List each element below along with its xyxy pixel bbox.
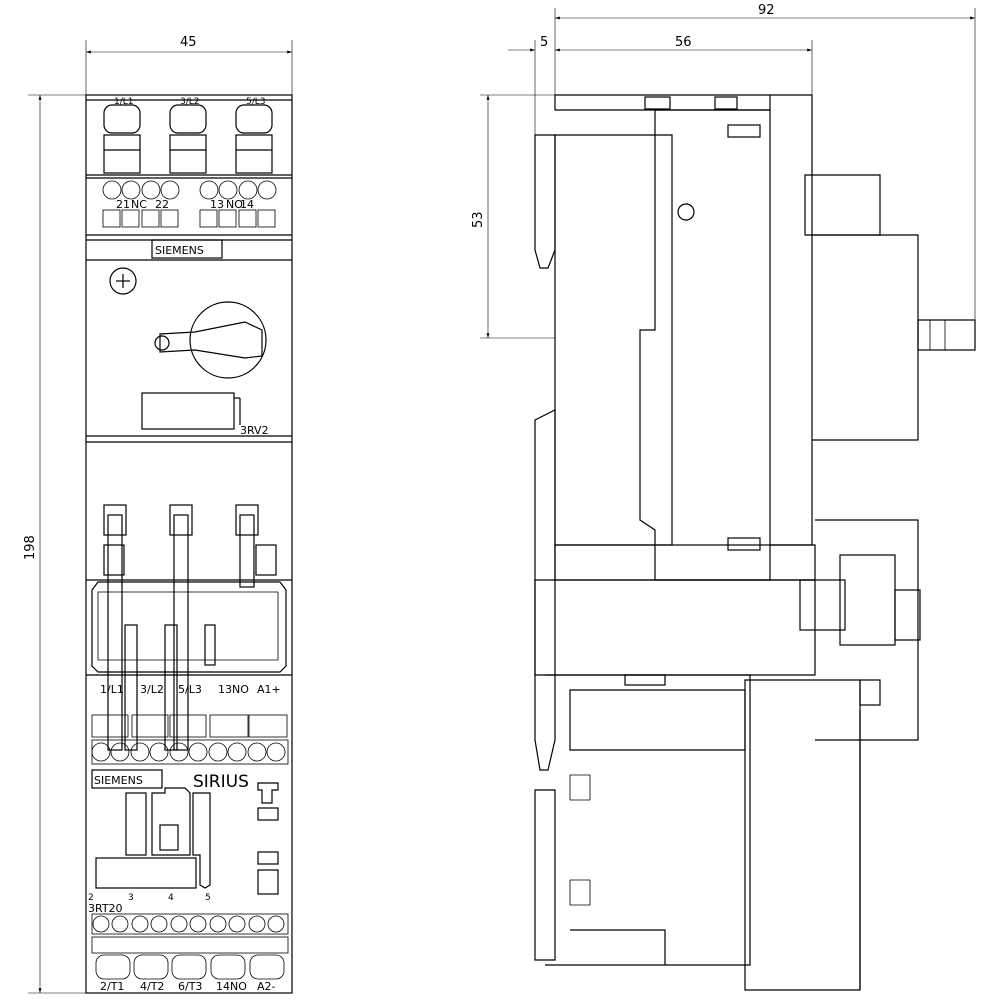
dimension-label-depth: 92 [758,3,775,18]
contactor-front: 1/L1 3/L2 5/L3 13NO A1+ SIEMENS SIRIUS 2 [88,683,289,993]
dimension-label-depth-upper: 56 [675,35,692,50]
terminal-label: 4/T2 [140,980,164,993]
front-view: 1/L1 3/L2 5/L3 21 NC 22 13 NO 14 SIEMENS [85,94,293,994]
dimension-width-front: 45 [85,35,293,95]
terminal-label: 13NO [218,683,249,696]
aux-label: 22 [155,198,169,211]
dimension-label-height-upper: 53 [471,211,486,228]
terminal-label: 5/L3 [178,683,202,696]
dimension-label-width: 45 [180,35,197,50]
terminal-label: 6/T3 [178,980,202,993]
aux-label: NO [226,198,243,211]
aux-label: NC [131,198,147,211]
dimension-label-rail-offset: 5 [540,35,548,50]
dimension-depth-total: 92 [554,3,976,330]
side-view [534,94,976,991]
terminal-label: 3/L2 [180,97,200,107]
aux-label: 21 [116,198,130,211]
series-label: SIRIUS [193,772,249,792]
terminal-label: 3/L2 [140,683,164,696]
terminal-label: 1/L1 [100,683,124,696]
terminal-label: 14NO [216,980,247,993]
test-button-icon[interactable] [109,267,137,295]
brand-logo: SIEMENS [94,774,143,787]
terminal-label: A1+ [257,683,281,696]
aux-label: 13 [210,198,224,211]
marker-label: 3 [128,893,134,903]
dimension-height-upper: 53 [471,94,555,339]
terminal-label: 5/L3 [246,97,266,107]
contactor-bottom-terminals [91,913,289,980]
dimension-label-height: 198 [23,535,38,560]
brand-logo: SIEMENS [155,244,204,257]
dimension-height-total: 198 [23,94,86,994]
marker-label: 4 [168,893,174,903]
aux-contact-block: 21 NC 22 13 NO 14 [102,180,277,228]
terminal-label: A2- [257,980,276,993]
contactor-model-label: 3RT20 [88,902,123,915]
terminal-label: 1/L1 [114,97,134,107]
rotary-handle[interactable] [154,301,267,379]
contactor-top-terminals [91,714,289,765]
breaker-model-label: 3RV2 [240,424,269,437]
circuit-breaker-front: 1/L1 3/L2 5/L3 21 NC 22 13 NO 14 SIEMENS [86,97,292,443]
link-module [86,504,292,751]
breaker-top-terminals: 1/L1 3/L2 5/L3 [103,97,273,174]
terminal-label: 2/T1 [100,980,124,993]
marker-label: 2 [88,893,94,903]
marker-label: 5 [205,893,211,903]
aux-label: 14 [240,198,254,211]
